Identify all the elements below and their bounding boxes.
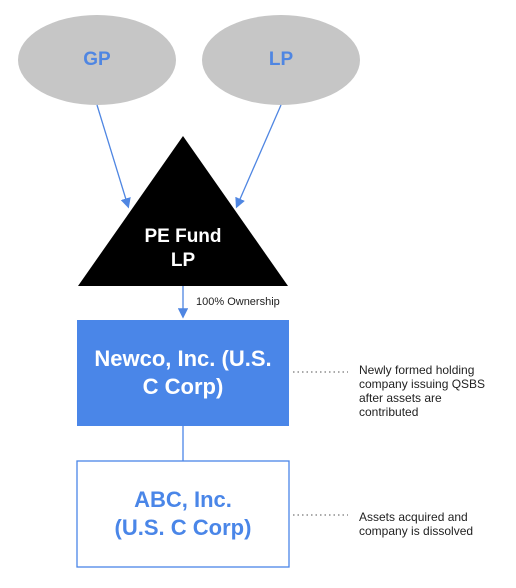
lp-to-fund-arrow: [235, 104, 282, 209]
newco-note: Newly formed holding company issuing QSB…: [359, 363, 486, 419]
fund-node: [78, 136, 288, 286]
lp-label: LP: [268, 49, 294, 70]
abc-note: Assets acquired and company is dissolved: [359, 510, 474, 538]
newco-node: [77, 320, 289, 426]
abc-node: [76, 460, 290, 568]
gp-to-fund-arrow: [96, 104, 131, 209]
newco-label: Newco, Inc. (U.S. C Corp): [94, 346, 272, 399]
ownership-label: 100% Ownership: [196, 296, 280, 308]
gp-label: GP: [83, 49, 111, 70]
gp-node: [18, 15, 176, 105]
abc-label: ABC, Inc. (U.S. C Corp): [114, 487, 252, 540]
lp-node: [202, 15, 360, 105]
fund-label: PE Fund LP: [144, 226, 222, 271]
